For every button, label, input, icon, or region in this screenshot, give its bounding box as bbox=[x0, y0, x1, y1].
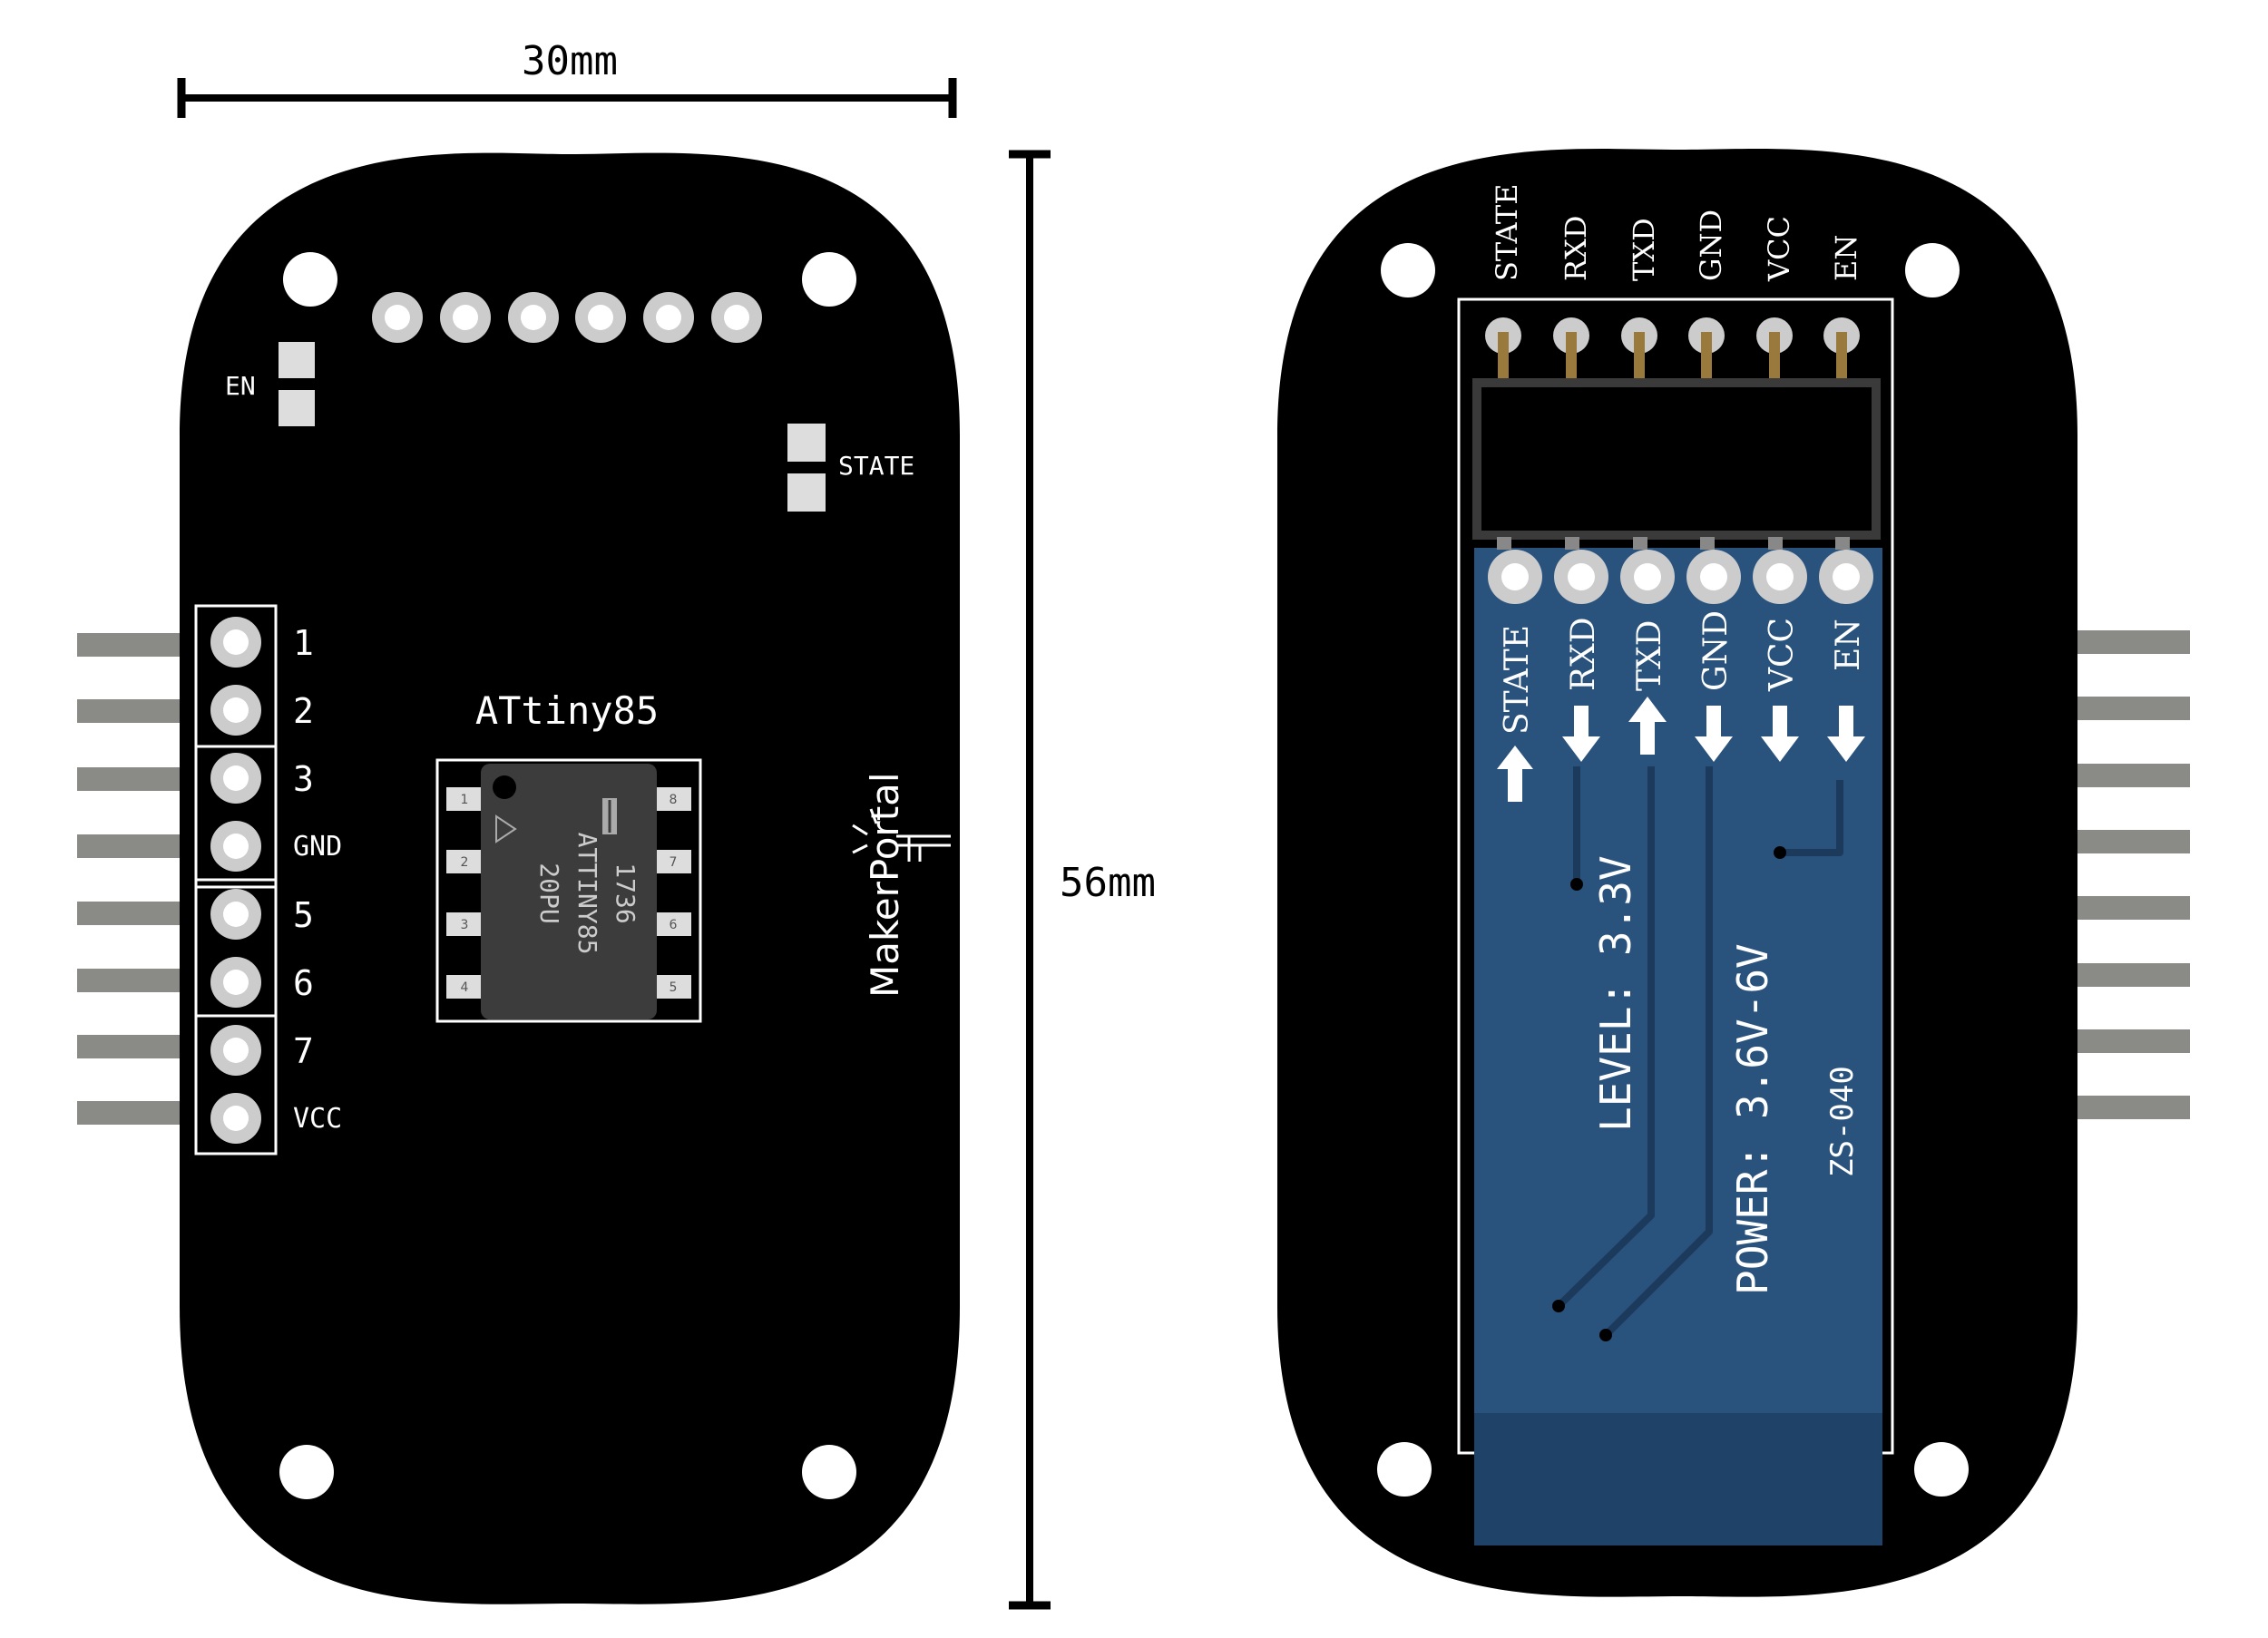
header-pin bbox=[77, 699, 186, 723]
state-jumper: STATE bbox=[787, 424, 914, 512]
width-dimension: 30mm bbox=[177, 38, 957, 118]
back-top-pin-labels: STATE RXD TXD GND VCC EN bbox=[1490, 183, 1863, 282]
mounting-hole bbox=[802, 252, 856, 307]
module-header-pads bbox=[1485, 317, 1860, 383]
mounting-hole bbox=[279, 1445, 334, 1499]
triangle-marker-icon bbox=[495, 814, 517, 843]
module-antenna-area bbox=[1474, 1413, 1882, 1545]
pin-label: STATE bbox=[1490, 183, 1524, 281]
front-top-pads bbox=[372, 292, 762, 343]
chip-marking: 1736 bbox=[611, 863, 640, 923]
header-pin bbox=[77, 1101, 186, 1125]
pin-label: RXD bbox=[1559, 215, 1593, 281]
pin-label: 2 bbox=[293, 691, 314, 731]
makerportal-logo: MakerPortal bbox=[852, 772, 951, 998]
pin-label: TXD bbox=[1627, 218, 1661, 281]
chip-title: ATtiny85 bbox=[475, 688, 659, 733]
pin-label: VCC bbox=[1764, 618, 1801, 692]
model-text: ZS-040 bbox=[1824, 1066, 1861, 1177]
bluetooth-module bbox=[1474, 548, 1882, 1545]
en-jumper-label: EN bbox=[225, 371, 256, 401]
width-dimension-label: 30mm bbox=[522, 38, 618, 84]
header-pin bbox=[77, 633, 186, 657]
chip-pin-number: 1 bbox=[461, 793, 469, 807]
pin-label: 7 bbox=[293, 1031, 314, 1071]
header-pin bbox=[77, 969, 186, 992]
pin-label: 3 bbox=[293, 759, 314, 799]
height-dimension-label: 56mm bbox=[1060, 860, 1156, 906]
pin-label: VCC bbox=[293, 1103, 342, 1135]
atmel-logo-icon bbox=[602, 798, 617, 834]
chip-pin-number: 6 bbox=[670, 918, 678, 932]
header-pin bbox=[77, 1035, 186, 1058]
module-pin-labels: STATE RXD TXD GND VCC EN bbox=[1499, 610, 1867, 735]
arrow-down-icon bbox=[1761, 706, 1799, 762]
arrow-down-icon bbox=[1827, 706, 1865, 762]
pin-label: GND bbox=[1694, 210, 1728, 281]
height-dimension: 56mm bbox=[1009, 150, 1156, 1610]
chip-pin-number: 4 bbox=[461, 980, 469, 995]
attiny85-chip: 1 2 3 4 8 7 6 5 1736 ATTINY85 20PU bbox=[435, 758, 702, 1023]
chip-pin-number: 8 bbox=[670, 793, 678, 807]
pin-label: 1 bbox=[293, 623, 314, 663]
header-pin bbox=[77, 902, 186, 925]
front-pin-labels: 1 2 3 GND 5 6 7 VCC bbox=[293, 623, 342, 1135]
mounting-hole bbox=[283, 252, 337, 307]
en-jumper: EN bbox=[225, 342, 315, 426]
pin-label: GND bbox=[293, 831, 342, 863]
chip-pin-number: 5 bbox=[670, 980, 678, 995]
front-pin-header bbox=[194, 604, 278, 1155]
module-traces bbox=[1556, 766, 1843, 1338]
pin-label: GND bbox=[1697, 610, 1735, 691]
state-jumper-label: STATE bbox=[838, 451, 914, 481]
mounting-hole bbox=[802, 1445, 856, 1499]
chip-pin-number: 7 bbox=[670, 855, 678, 870]
arrow-down-icon bbox=[1562, 706, 1600, 762]
level-text: LEVEL: 3.3V bbox=[1591, 855, 1640, 1132]
chip-pin-number: 2 bbox=[461, 855, 469, 870]
header-pin bbox=[77, 834, 186, 858]
mounting-hole bbox=[1905, 243, 1960, 297]
arrow-up-icon bbox=[1628, 697, 1667, 755]
module-pads bbox=[1488, 550, 1873, 604]
pin1-dot bbox=[493, 775, 516, 799]
pin-label: RXD bbox=[1565, 617, 1602, 691]
arrow-down-icon bbox=[1695, 706, 1733, 762]
front-pin-pads bbox=[210, 617, 261, 1144]
back-board: STATE RXD TXD GND VCC EN bbox=[1277, 149, 2190, 1597]
header-pin bbox=[77, 767, 186, 791]
chip-pin-number: 3 bbox=[461, 918, 469, 932]
front-board: EN STATE 1 2 3 GND bbox=[77, 152, 960, 1604]
mounting-hole bbox=[1381, 243, 1435, 297]
pin-label: 6 bbox=[293, 963, 314, 1003]
pin-label: EN bbox=[1829, 235, 1863, 281]
pin-label: TXD bbox=[1631, 619, 1668, 691]
pin-label: STATE bbox=[1499, 625, 1536, 735]
power-text: POWER: 3.6V-6V bbox=[1728, 943, 1777, 1295]
pin-label: VCC bbox=[1762, 216, 1796, 282]
front-side-header-pins bbox=[77, 633, 186, 1125]
pin-label: 5 bbox=[293, 895, 314, 935]
direction-arrows bbox=[1497, 697, 1865, 802]
mounting-hole bbox=[1914, 1442, 1969, 1497]
arrow-up-icon bbox=[1497, 746, 1533, 802]
chip-marking: ATTINY85 bbox=[572, 833, 602, 955]
pin-label: EN bbox=[1830, 619, 1867, 671]
lightbulb-icon bbox=[852, 808, 951, 862]
header-housing bbox=[1472, 378, 1881, 540]
brand-label: MakerPortal bbox=[863, 772, 907, 998]
chip-marking: 20PU bbox=[534, 863, 564, 923]
mounting-hole bbox=[1377, 1442, 1432, 1497]
